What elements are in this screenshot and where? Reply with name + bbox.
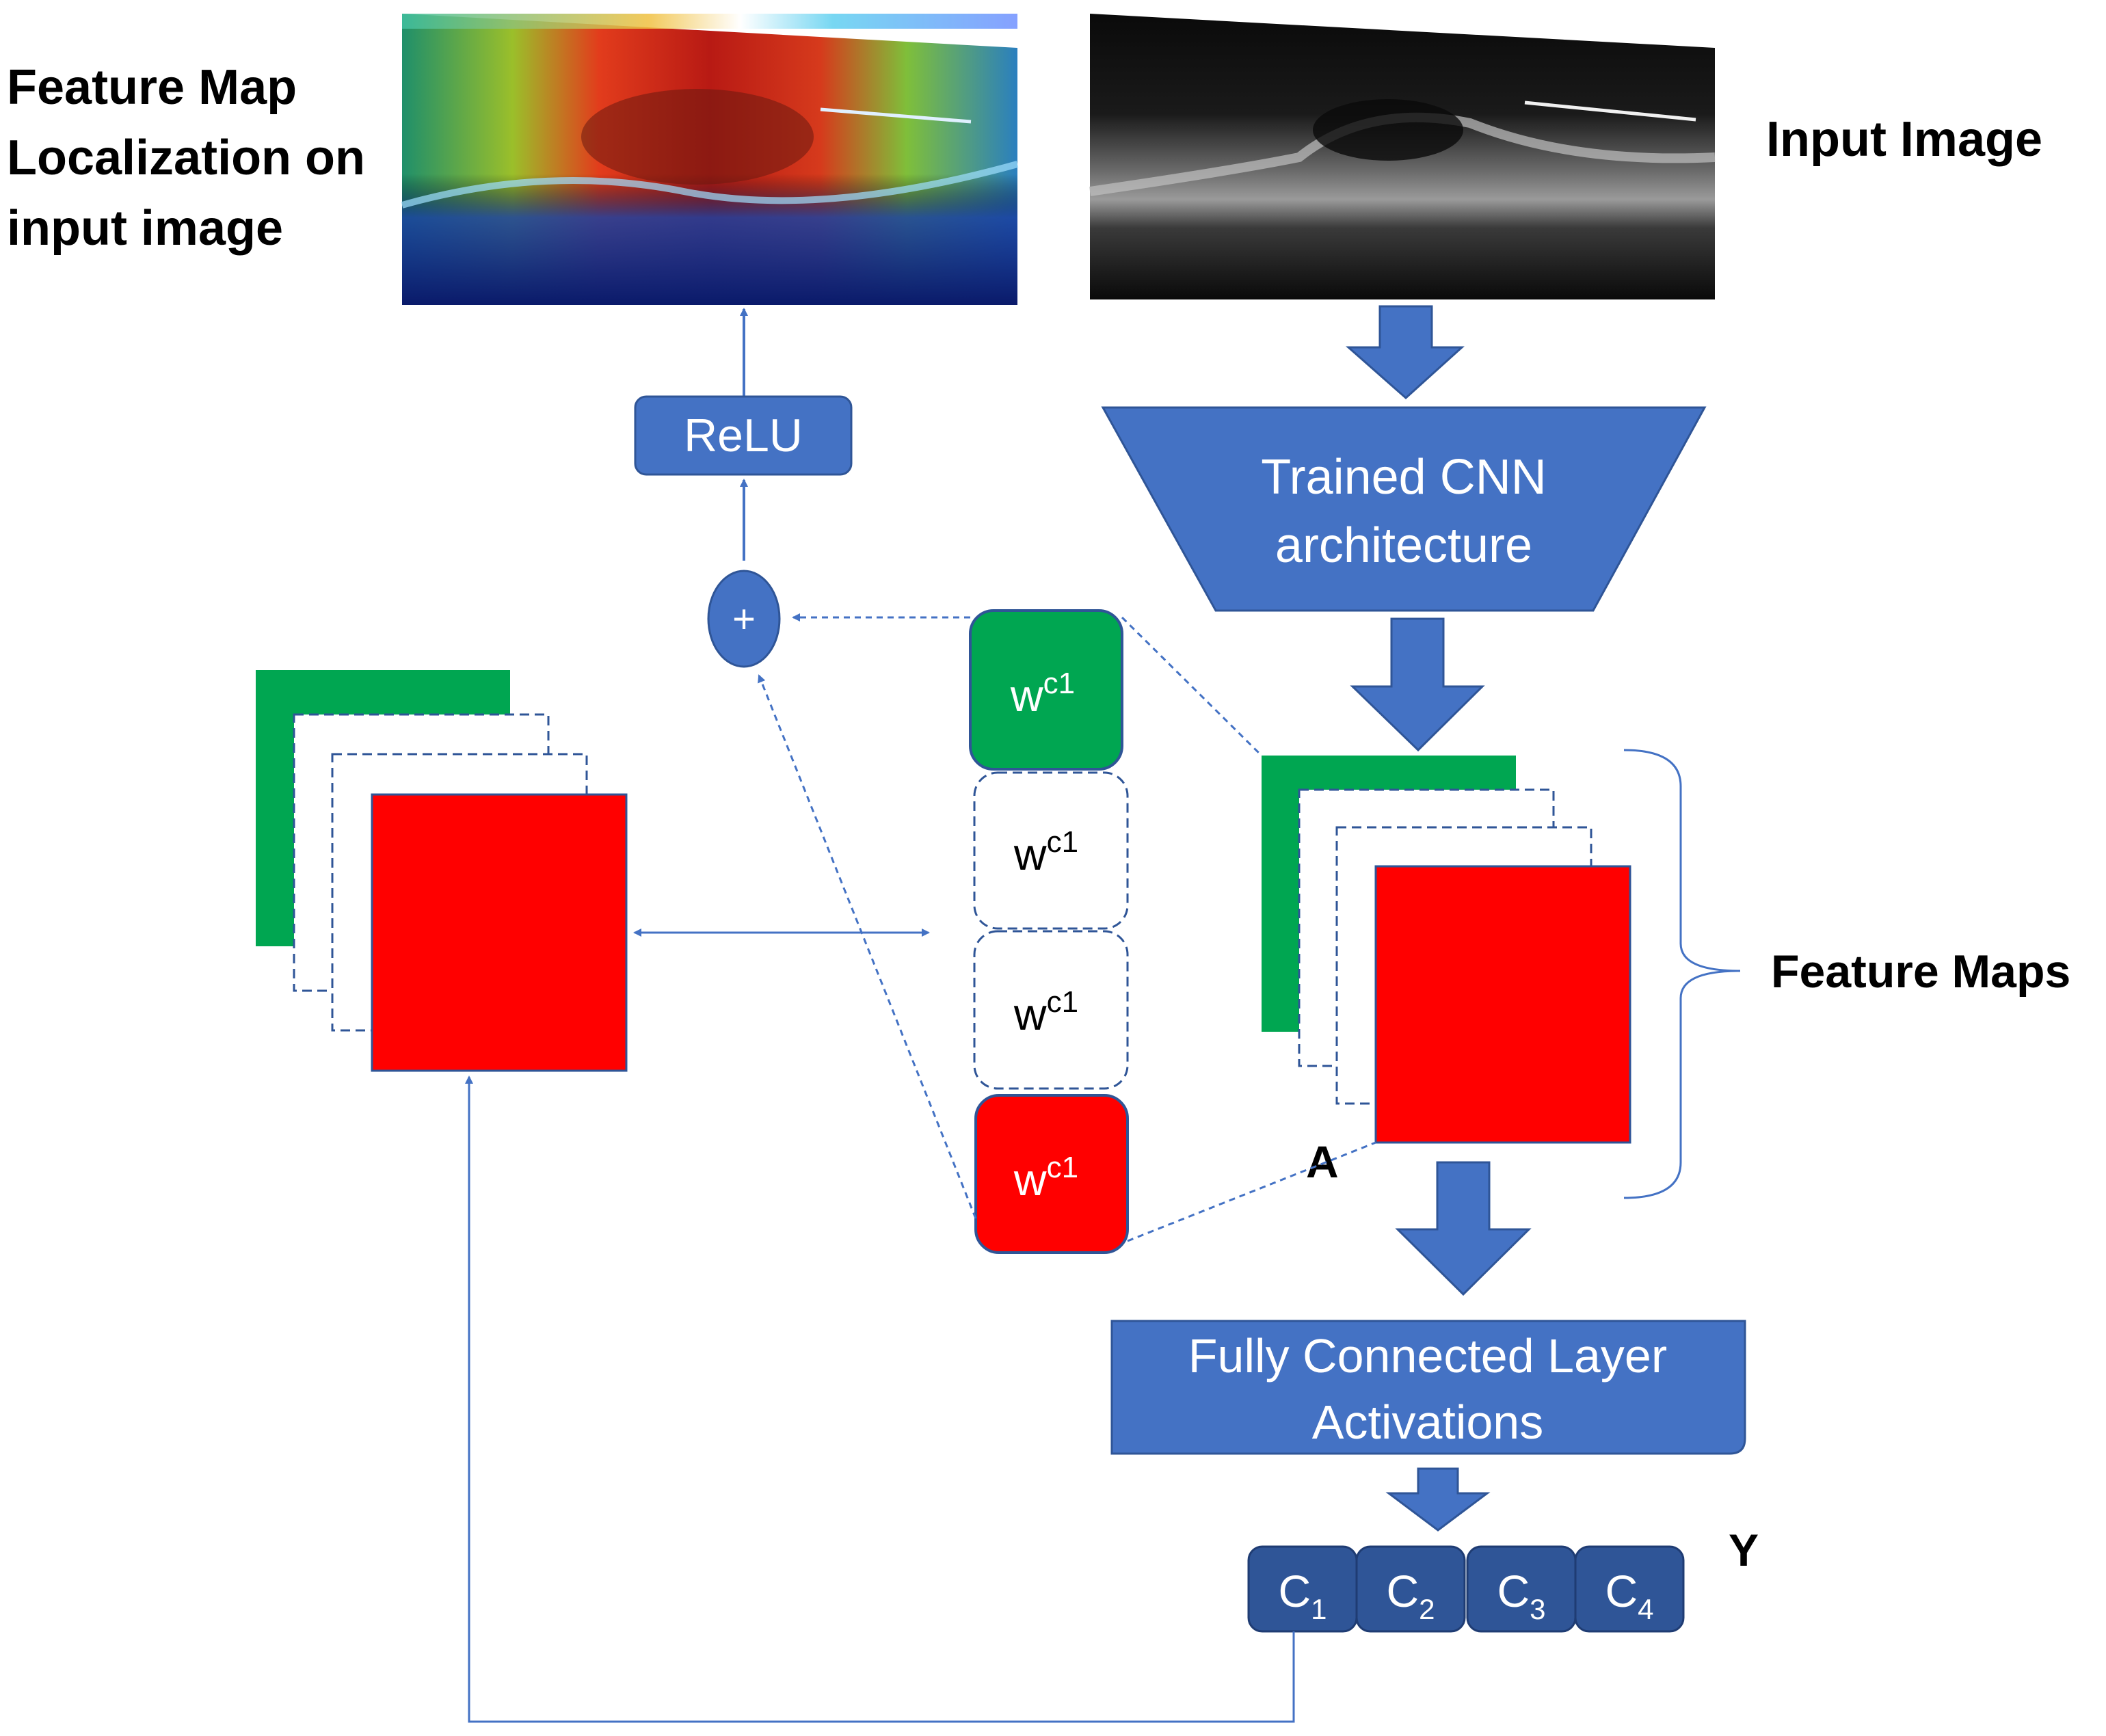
localization-title-line3: input image (7, 201, 283, 256)
fc-box (1110, 1320, 1746, 1455)
cnn-trapezoid (1101, 406, 1707, 612)
weight-red (974, 1094, 1129, 1254)
feature-map-stack-left (256, 670, 628, 1072)
featuremaps-to-fc-arrow (1395, 1161, 1532, 1296)
fc-label-line1: Fully Connected Layer (1188, 1329, 1667, 1383)
localization-title-line2: Localization on (7, 131, 365, 185)
cnn-to-featuremaps-arrow (1350, 617, 1485, 752)
y-label: Y (1729, 1525, 1759, 1575)
featuremap-to-red-weight-dashed (1127, 1141, 1376, 1242)
relu-box (634, 395, 853, 476)
feature-maps-label: Feature Maps (1771, 946, 2070, 998)
heatmap-image (401, 14, 1019, 305)
a-label: A (1306, 1136, 1339, 1187)
class-feedback-line (465, 1076, 1295, 1723)
cnn-label-line1: Trained CNN (1261, 450, 1546, 505)
weight-green (969, 609, 1123, 771)
class-boxes: C1 C2 C3 C4 (1247, 1545, 1685, 1633)
fc-label-line2: Activations (1312, 1396, 1543, 1449)
feature-map-red-left (371, 793, 628, 1072)
weight-dashed1 (973, 771, 1129, 930)
class-box-2 (1355, 1545, 1466, 1633)
fc-to-classes-arrow (1385, 1467, 1491, 1532)
weights-column: wc1 wc1 wc1 wc1 (969, 609, 1129, 1254)
feature-maps-bracket (1623, 749, 1741, 1199)
weight-dashed1-label: wc1 (1013, 825, 1078, 879)
redweight-to-sum-dashed (758, 674, 977, 1219)
feature-map-red-right (1374, 865, 1631, 1144)
weight-green-label: wc1 (1010, 667, 1075, 721)
weight-red-label: wc1 (1013, 1151, 1078, 1205)
feature-map-stack-right (1262, 756, 1631, 1144)
weight-dashed2-label: wc1 (1013, 985, 1078, 1039)
localization-title-line1: Feature Map (7, 60, 297, 115)
sum-node (707, 570, 781, 668)
class-4-label: C4 (1605, 1566, 1653, 1625)
cnn-label-line2: architecture (1275, 518, 1532, 573)
class-2-label: C2 (1386, 1566, 1435, 1625)
input-to-cnn-arrow (1346, 305, 1465, 400)
featuremap-to-green-weight-dashed (1121, 616, 1263, 757)
input-image-label: Input Image (1766, 112, 2042, 167)
class-1-label: C1 (1278, 1566, 1327, 1625)
class-box-4 (1574, 1545, 1685, 1633)
relu-label: ReLU (684, 410, 803, 462)
class-3-label: C3 (1497, 1566, 1545, 1625)
input-oct-image (1089, 14, 1716, 299)
sum-symbol: + (732, 597, 756, 641)
localization-title: Feature Map Localization on input image (7, 60, 365, 256)
weight-dashed2 (973, 930, 1129, 1090)
